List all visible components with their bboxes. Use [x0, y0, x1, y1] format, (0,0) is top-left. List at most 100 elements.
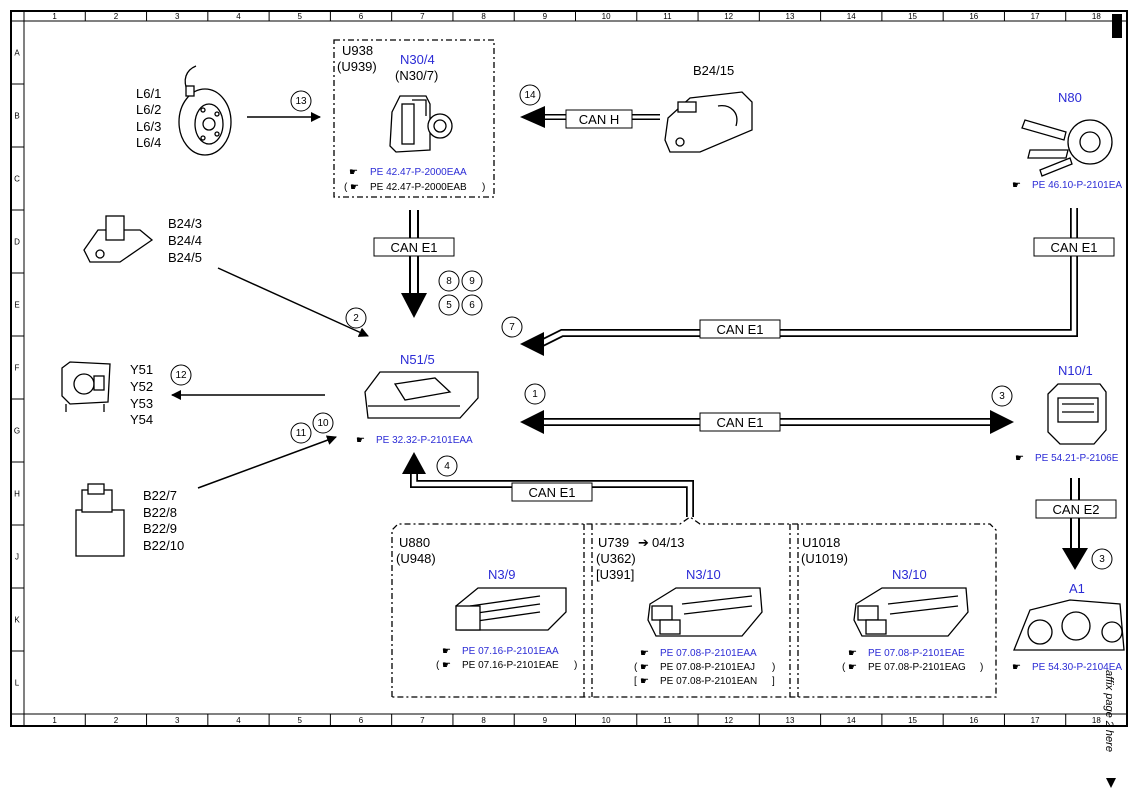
column-label: 1: [52, 12, 57, 21]
ecu1-ref2: ( ☛ PE 07.16-P-2101EAE ): [436, 660, 577, 671]
svg-text:PE 54.21-P-2106E: PE 54.21-P-2106E: [1035, 453, 1119, 464]
can-e1-n30-bus: CAN E1: [373, 210, 455, 318]
svg-text:PE 07.08-P-2101EAE: PE 07.08-P-2101EAE: [868, 648, 965, 659]
label-y54: Y54: [130, 412, 153, 427]
can-h-bus: CAN H: [520, 106, 660, 129]
can-e1-label-ecu: CAN E1: [529, 485, 576, 500]
steering-column-icon: [1021, 119, 1113, 177]
svg-text:PE 07.08-P-2101EAG: PE 07.08-P-2101EAG: [868, 662, 966, 673]
row-label: L: [15, 679, 20, 688]
n51-name: N51/5: [400, 352, 435, 367]
can-h-label: CAN H: [579, 112, 619, 127]
n30-alt: (N30/7): [395, 68, 438, 83]
column-label: 4: [236, 12, 241, 21]
column-label: 6: [359, 12, 364, 21]
ecu3-ref2: ( ☛ PE 07.08-P-2101EAG ): [842, 662, 983, 673]
svg-text:PE 54.30-P-2104EA: PE 54.30-P-2104EA: [1032, 662, 1122, 673]
valve-group: Y51 Y52 Y53 Y54: [61, 361, 153, 427]
label-y51: Y51: [130, 362, 153, 377]
n10-ref: ☛ PE 54.21-P-2106E: [1015, 453, 1119, 464]
wheel-sensor-group: L6/1 L6/2 L6/3 L6/4: [136, 65, 232, 156]
row-label: G: [14, 427, 20, 436]
svg-text:): ): [980, 662, 983, 673]
svg-text:☛: ☛: [349, 167, 358, 178]
marker-3: 3: [991, 385, 1013, 407]
ecu2-ref1: ☛ PE 07.08-P-2101EAA: [640, 648, 757, 659]
ecu2-code1: U739: [598, 535, 629, 550]
can-e1-n80-bus: CAN E1 CAN E1: [520, 208, 1115, 356]
column-label: 17: [1031, 716, 1040, 725]
ecu2-ref3: [ ☛ PE 07.08-P-2101EAN ]: [634, 676, 775, 687]
svg-text:☛: ☛: [442, 646, 451, 657]
label-y52: Y52: [130, 379, 153, 394]
can-e1-label-n10: CAN E1: [717, 415, 764, 430]
column-label: 2: [114, 716, 119, 725]
column-label: 7: [420, 12, 425, 21]
sam-module-icon: [1047, 383, 1107, 445]
svg-text:6: 6: [469, 300, 475, 311]
marker-9: 9: [461, 270, 483, 292]
n80-module: N80 ☛ PE 46.10-P-2101EA: [1012, 90, 1122, 191]
can-e1-label-n80: CAN E1: [1051, 240, 1098, 255]
b24-accel-sensor: B24/3 B24/4 B24/5: [83, 215, 202, 265]
row-label: D: [14, 238, 20, 247]
row-label: E: [14, 301, 19, 310]
column-label: 14: [847, 716, 856, 725]
ecu-n3-10-b: U1018 (U1019) N3/10 ☛ PE 07.08-P-2101EAE…: [801, 535, 983, 673]
svg-text:10: 10: [317, 418, 329, 429]
affix-arrow-icon: [1106, 778, 1116, 788]
ecu2-code3: [U391]: [596, 567, 634, 582]
svg-text:12: 12: [175, 370, 187, 381]
svg-text:2: 2: [353, 313, 359, 324]
yaw-sensor-icon: [664, 91, 753, 153]
svg-text:☛: ☛: [848, 648, 857, 659]
can-e2-bus: CAN E2: [1035, 478, 1117, 570]
column-label: 13: [786, 12, 795, 21]
can-e2-label: CAN E2: [1053, 502, 1100, 517]
ecu2-code2: (U362): [596, 551, 636, 566]
column-label: 10: [602, 716, 611, 725]
a1-cluster: A1 ☛ PE 54.30-P-2104EA: [1012, 581, 1125, 673]
marker-12: 12: [170, 364, 192, 386]
arrow-11: [197, 435, 337, 489]
column-label: 9: [543, 12, 548, 21]
corner-mark-icon: [1112, 14, 1122, 38]
row-label: F: [15, 364, 20, 373]
engine-ecu-icon: [853, 587, 969, 637]
ecu-n3-9: U880 (U948) N3/9 ☛ PE 07.16-P-2101EAA ( …: [396, 535, 577, 671]
wheel-sensor-icon: [178, 65, 232, 156]
svg-text:[: [: [634, 676, 637, 687]
label-l6-1: L6/1: [136, 86, 161, 101]
ecu1-code2: (U948): [396, 551, 436, 566]
svg-text:☛: ☛: [640, 648, 649, 659]
affix-note: affix page 2 here: [1103, 670, 1115, 752]
column-label: 2: [114, 12, 119, 21]
svg-text:(: (: [344, 182, 348, 193]
ecu3-code1: U1018: [802, 535, 840, 550]
n10-name: N10/1: [1058, 363, 1093, 378]
svg-text:1: 1: [532, 389, 538, 400]
row-label: B: [14, 112, 19, 121]
ecu1-code1: U880: [399, 535, 430, 550]
svg-text:☛: ☛: [640, 676, 649, 687]
column-label: 14: [847, 12, 856, 21]
label-y53: Y53: [130, 396, 153, 411]
svg-text:PE 46.10-P-2101EA: PE 46.10-P-2101EA: [1032, 180, 1122, 191]
ecu2-code1b: 04/13: [652, 535, 685, 550]
marker-5: 5: [438, 294, 460, 316]
marker-8: 8: [438, 270, 460, 292]
label-b22-8: B22/8: [143, 505, 177, 520]
svg-text:PE 07.16-P-2101EAE: PE 07.16-P-2101EAE: [462, 660, 559, 671]
n30-code1: U938: [342, 43, 373, 58]
level-sensor-icon: [75, 483, 125, 557]
a1-name: A1: [1069, 581, 1085, 596]
svg-text:PE 07.08-P-2101EAJ: PE 07.08-P-2101EAJ: [660, 662, 755, 673]
ecu2-name: N3/10: [686, 567, 721, 582]
column-label: 12: [724, 12, 733, 21]
marker-11: 11: [290, 422, 312, 444]
n51-module: N51/5 ☛ PE 32.32-P-2101EAA: [356, 352, 479, 446]
svg-text:3: 3: [999, 391, 1005, 402]
svg-text:PE 32.32-P-2101EAA: PE 32.32-P-2101EAA: [376, 435, 473, 446]
ecu3-code2: (U1019): [801, 551, 848, 566]
column-label: 15: [908, 12, 917, 21]
